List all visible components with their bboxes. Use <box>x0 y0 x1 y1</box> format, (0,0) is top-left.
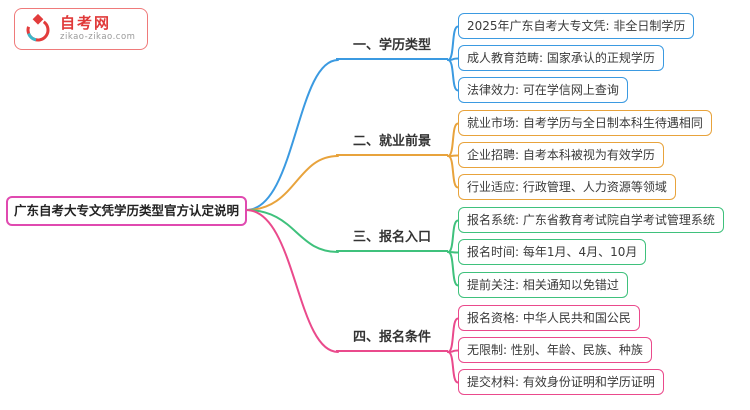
leaf-node: 法律效力: 可在学信网上查询 <box>458 77 628 103</box>
site-url: zikao-zikao.com <box>60 31 136 42</box>
branch-label-jiuye-qianjing: 二、就业前景 <box>336 132 448 156</box>
branch-leaf-curve <box>447 122 459 157</box>
branch-leaf-curve <box>447 219 459 253</box>
root-branch-curve <box>245 155 339 211</box>
branch-label-xueli-leixing: 一、学历类型 <box>336 36 448 60</box>
root-branch-curve <box>245 209 339 353</box>
site-name: 自考网 <box>60 14 112 33</box>
leaf-node: 行业适应: 行政管理、人力资源等领域 <box>458 174 676 200</box>
branch-leaf-curve <box>447 154 459 157</box>
logo-text: 自考网 zikao-zikao.com <box>60 15 135 42</box>
branch-leaf-curve <box>447 349 459 353</box>
root-branch-curve <box>245 209 339 253</box>
leaf-node: 企业招聘: 自考本科被视为有效学历 <box>458 142 664 168</box>
brand-icon <box>26 14 50 42</box>
branch-leaf-curve <box>447 251 459 287</box>
root-node: 广东自考大专文凭学历类型官方认定说明 <box>6 196 248 226</box>
leaf-node: 2025年广东自考大专文凭: 非全日制学历 <box>458 13 695 39</box>
branch-label-baoming-rukou: 三、报名入口 <box>336 228 448 252</box>
branch-leaf-curve <box>447 351 459 384</box>
branch-leaf-curve <box>447 155 459 189</box>
leaf-node: 成人教育范畴: 国家承认的正规学历 <box>458 45 664 71</box>
branch-leaf-curve <box>447 25 459 61</box>
leaf-node: 就业市场: 自考学历与全日制本科生待遇相同 <box>458 110 712 136</box>
site-logo: 自考网 zikao-zikao.com <box>14 8 149 50</box>
branch-leaf-curve <box>447 59 459 92</box>
leaf-node: 报名资格: 中华人民共和国公民 <box>458 305 640 331</box>
leaf-node: 报名时间: 每年1月、4月、10月 <box>458 239 647 265</box>
branch-leaf-curve <box>447 57 459 61</box>
leaf-node: 提交材料: 有效身份证明和学历证明 <box>458 369 664 395</box>
branch-leaf-curve <box>447 317 459 353</box>
leaf-node: 提前关注: 相关通知以免错过 <box>458 272 628 298</box>
leaf-node: 报名系统: 广东省教育考试院自学考试管理系统 <box>458 207 724 233</box>
branch-label-baoming-tiaojian: 四、报名条件 <box>336 328 448 352</box>
branch-leaf-curve <box>447 251 459 254</box>
leaf-node: 无限制: 性别、年龄、民族、种族 <box>458 337 652 363</box>
root-branch-curve <box>245 59 339 211</box>
